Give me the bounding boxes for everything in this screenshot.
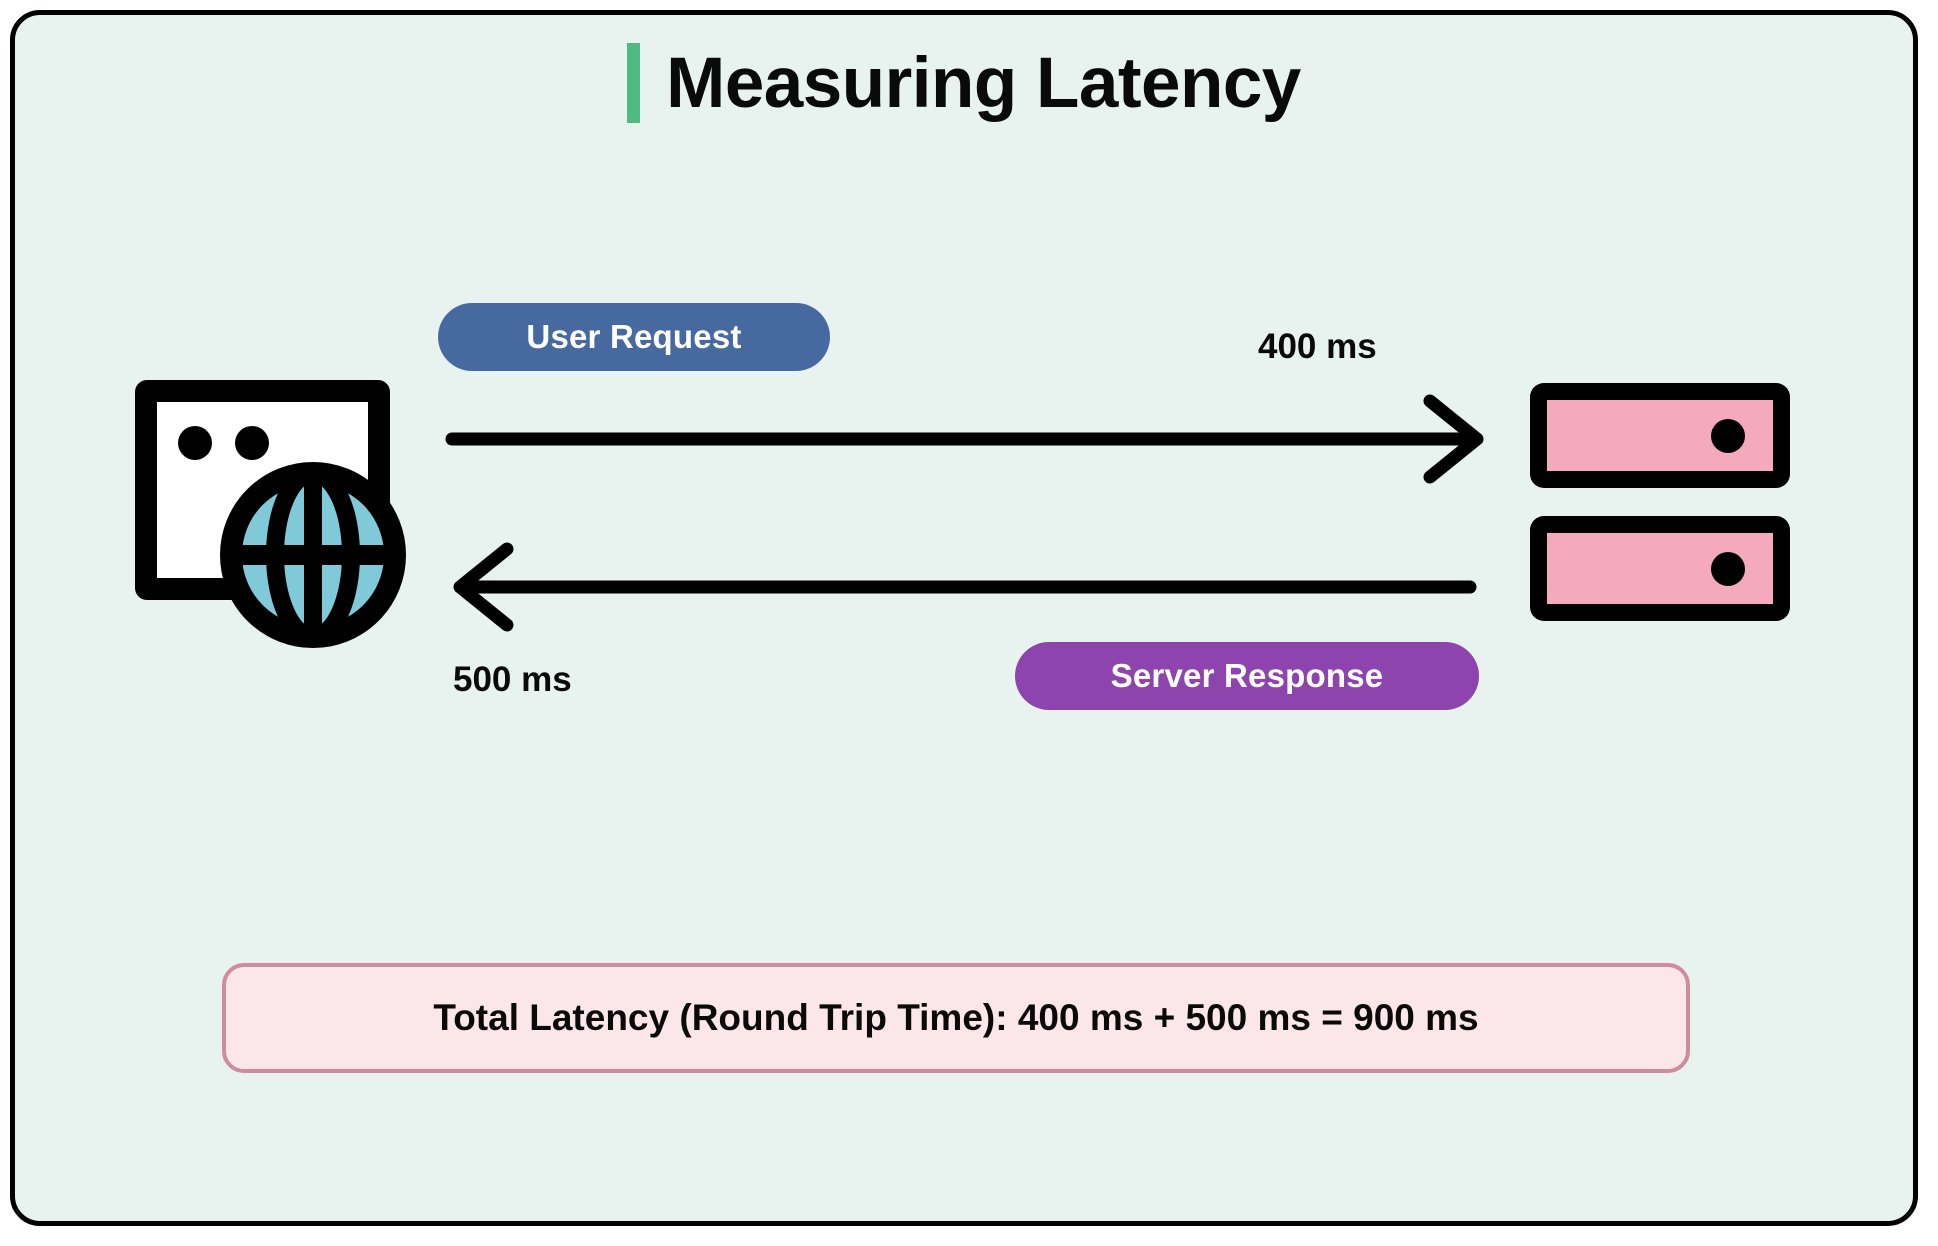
diagram-canvas: Measuring Latency [10,10,1918,1226]
page-title: Measuring Latency [15,43,1913,123]
globe-icon [220,462,406,648]
server-icon [1530,383,1795,633]
server-led-icon [1711,551,1745,586]
server-rack-unit-top [1530,383,1790,488]
total-latency-box: Total Latency (Round Trip Time): 400 ms … [222,963,1690,1073]
title-accent-bar [627,43,641,123]
client-icon [125,370,435,650]
latency-diagram: User Request Server Response 400 ms 500 … [15,15,1913,1221]
server-rack-unit-bottom [1530,516,1790,621]
request-arrow-head [1423,394,1484,484]
flow-label-text: Server Response [1110,657,1384,694]
latency-value-request: 400 ms [1258,327,1377,366]
response-arrow-head [453,542,514,632]
total-latency-text: Total Latency (Round Trip Time): 400 ms … [433,997,1479,1038]
latency-value-response: 500 ms [453,660,572,699]
page-title-text: Measuring Latency [666,43,1301,123]
browser-dot-right-icon [235,426,269,460]
flow-label-server-response[interactable]: Server Response [1015,642,1479,710]
flow-label-text: User Request [526,318,742,355]
browser-dot-left-icon [178,426,212,460]
flow-label-user-request[interactable]: User Request [438,303,830,371]
server-led-icon [1711,418,1745,453]
